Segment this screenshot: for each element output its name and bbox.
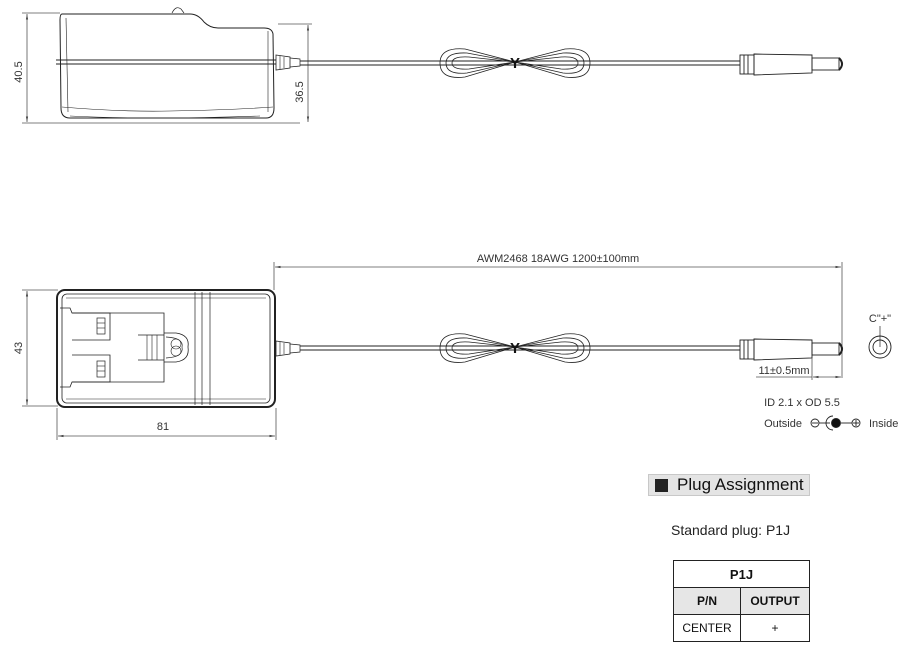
table-title: P1J	[673, 560, 810, 588]
cable-knot-top	[439, 48, 591, 78]
section-title-text: Plug Assignment	[677, 475, 804, 494]
dimension-81	[56, 408, 277, 440]
cell-pn: CENTER	[673, 614, 741, 642]
dim-43-label: 43	[13, 342, 25, 354]
dimension-43	[22, 289, 58, 407]
section-bullet-icon	[655, 478, 668, 492]
plug-face-view	[868, 326, 892, 359]
dimension-40-5	[22, 12, 300, 124]
bottom-view	[22, 262, 892, 440]
table-row: CENTER +	[673, 614, 810, 642]
cell-output: +	[740, 614, 810, 642]
center-positive-label: C"+"	[869, 313, 891, 325]
cable-knot-bottom	[439, 333, 591, 363]
dimension-36-5	[278, 23, 312, 122]
column-header-pn: P/N	[673, 587, 741, 615]
polarity-symbol	[810, 415, 861, 431]
dim-81-label: 81	[157, 421, 169, 433]
plug-assignment-section-title: Plug Assignment	[648, 474, 810, 496]
column-header-output: OUTPUT	[740, 587, 810, 615]
dc-plug-bottom	[739, 338, 843, 361]
dim-40-5-label: 40.5	[13, 61, 25, 82]
standard-plug-text: Standard plug: P1J	[671, 522, 791, 538]
top-view	[22, 7, 843, 124]
dim-36-5-label: 36.5	[294, 81, 306, 102]
dimension-cable-length	[273, 262, 843, 378]
dc-plug-top	[739, 53, 843, 76]
dimension-plug-length	[756, 358, 841, 380]
inside-label: Inside	[869, 418, 898, 430]
plug-assignment-table: P1J P/N OUTPUT CENTER +	[673, 560, 810, 642]
cable-spec-label: AWM2468 18AWG 1200±100mm	[477, 253, 639, 265]
plug-size-label: ID 2.1 x OD 5.5	[764, 397, 840, 409]
plug-length-label: 11±0.5mm	[758, 365, 809, 377]
knot-y-label-top: Y	[510, 55, 520, 72]
outside-label: Outside	[764, 418, 802, 430]
knot-y-label-bottom: Y	[510, 340, 520, 357]
